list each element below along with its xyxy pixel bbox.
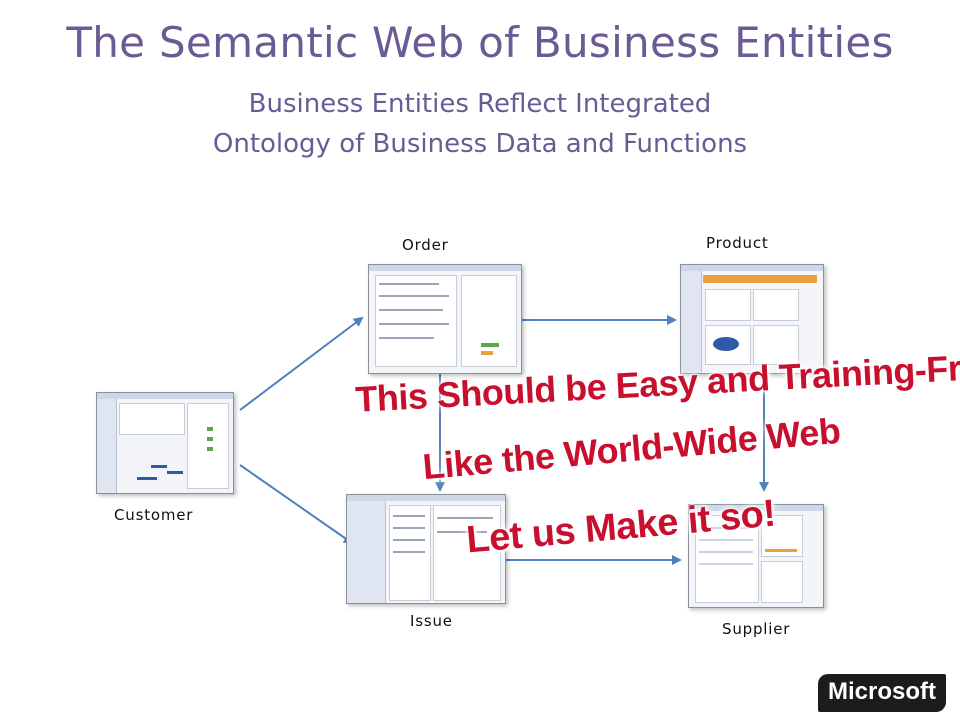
arrow-customer-order bbox=[239, 316, 364, 411]
issue-label: Issue bbox=[410, 612, 453, 630]
customer-screenshot[interactable] bbox=[96, 392, 234, 494]
slide-subtitle: Business Entities Reflect Integrated Ont… bbox=[212, 89, 748, 159]
product-label: Product bbox=[706, 234, 769, 252]
order-screenshot[interactable] bbox=[368, 264, 522, 374]
microsoft-logo: Microsoft bbox=[818, 674, 946, 712]
order-label: Order bbox=[402, 236, 449, 254]
supplier-label: Supplier bbox=[722, 620, 791, 638]
customer-label: Customer bbox=[114, 506, 194, 524]
arrow-customer-issue bbox=[239, 464, 354, 545]
slide-title: The Semantic Web of Business Entities bbox=[66, 18, 894, 67]
supplier-screenshot[interactable] bbox=[688, 504, 824, 608]
product-screenshot[interactable] bbox=[680, 264, 824, 374]
issue-screenshot[interactable] bbox=[346, 494, 506, 604]
